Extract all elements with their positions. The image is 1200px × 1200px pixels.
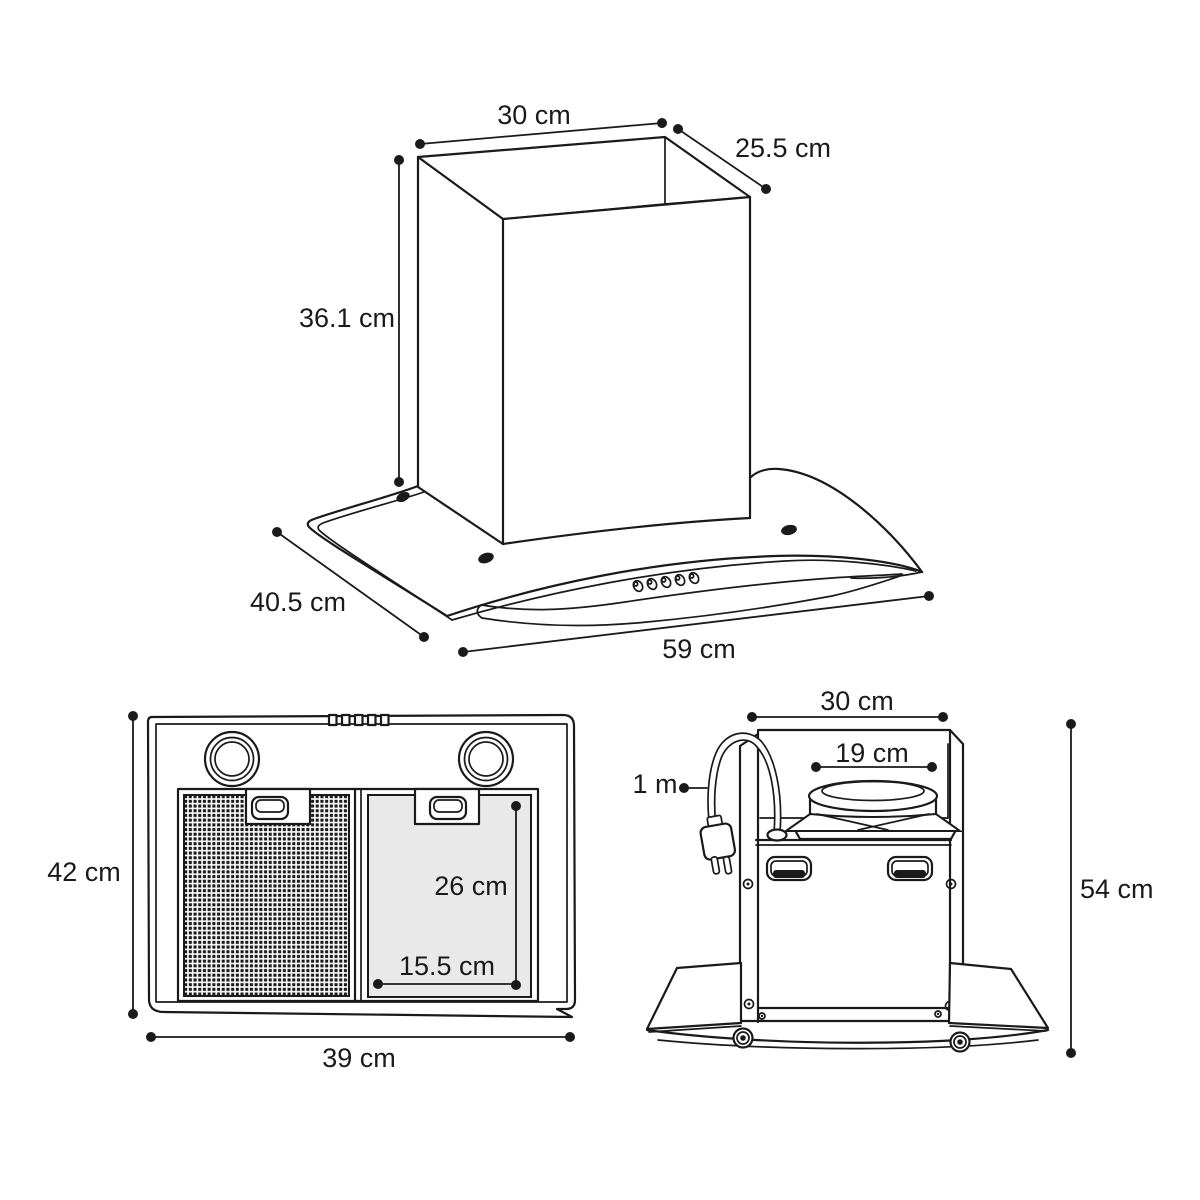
panel-filter-handle bbox=[428, 795, 468, 821]
mesh-filter-handle bbox=[250, 795, 290, 821]
panel-filter bbox=[367, 787, 532, 998]
dim-base-width: 59 cm bbox=[458, 591, 934, 664]
dim-label-total-height: 54 cm bbox=[1080, 874, 1154, 904]
rear-canopy bbox=[645, 961, 1050, 1050]
dim-base-depth: 40.5 cm bbox=[250, 527, 429, 642]
dim-body-width: 39 cm bbox=[146, 1032, 575, 1073]
caster-right bbox=[949, 1031, 971, 1053]
dim-label-body-width: 39 cm bbox=[322, 1043, 396, 1073]
dim-filter-width: 15.5 cm bbox=[373, 951, 517, 989]
control-buttons bbox=[632, 571, 700, 593]
lamp-left bbox=[203, 730, 261, 788]
dim-duct-width: 30 cm bbox=[747, 686, 948, 722]
dim-top-depth: 25.5 cm bbox=[673, 124, 831, 194]
dim-label-cord-length: 1 m bbox=[632, 769, 677, 799]
rear-handle-left bbox=[765, 855, 813, 882]
button-row bbox=[327, 713, 390, 727]
dim-vent-width: 19 cm bbox=[811, 738, 937, 772]
exhaust-vent bbox=[782, 779, 964, 841]
bottom-view: 42 cm 39 cm 26 cm 15.5 cm bbox=[47, 711, 577, 1073]
dim-total-height: 54 cm bbox=[1066, 719, 1154, 1058]
canopy-glass bbox=[306, 467, 924, 627]
dim-label-top-width: 30 cm bbox=[497, 100, 571, 130]
dim-chimney-height: 36.1 cm bbox=[299, 155, 404, 487]
lamp-right bbox=[457, 730, 515, 788]
perspective-view: 30 cm 25.5 cm 36.1 cm 40.5 cm 59 cm bbox=[250, 100, 934, 664]
dim-label-base-depth: 40.5 cm bbox=[250, 587, 346, 617]
mounting-rails bbox=[738, 732, 965, 1024]
mesh-filter bbox=[183, 787, 350, 997]
power-cord bbox=[699, 732, 788, 875]
dim-label-base-width: 59 cm bbox=[662, 634, 736, 664]
dim-label-filter-width: 15.5 cm bbox=[399, 951, 495, 981]
power-plug bbox=[699, 814, 737, 875]
caster-left bbox=[732, 1027, 754, 1049]
dim-label-duct-width: 30 cm bbox=[820, 686, 894, 716]
dim-label-body-height: 42 cm bbox=[47, 857, 121, 887]
dim-label-top-depth: 25.5 cm bbox=[735, 133, 831, 163]
rear-handle-right bbox=[886, 855, 934, 882]
dim-body-height: 42 cm bbox=[47, 711, 138, 1019]
dim-label-filter-height: 26 cm bbox=[434, 871, 508, 901]
dim-top-width: 30 cm bbox=[415, 100, 667, 149]
rear-view: 30 cm 19 cm 1 m 54 cm bbox=[632, 686, 1154, 1058]
canopy-screw-holes bbox=[396, 491, 797, 564]
rail-screws bbox=[742, 878, 957, 1020]
dim-filter-height: 26 cm bbox=[434, 801, 521, 990]
dim-label-vent-width: 19 cm bbox=[835, 738, 909, 768]
chimney-duct bbox=[416, 135, 752, 546]
dim-cord-length: 1 m bbox=[632, 769, 708, 799]
dim-label-chimney-height: 36.1 cm bbox=[299, 303, 395, 333]
